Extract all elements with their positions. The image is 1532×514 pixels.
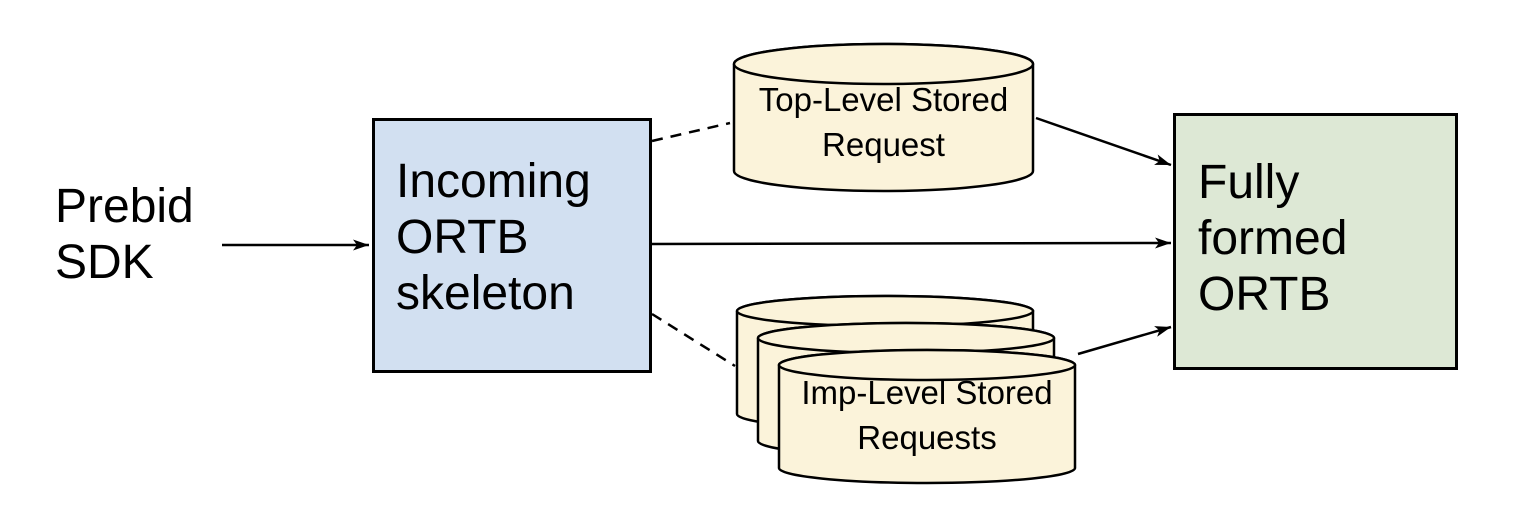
incoming-ortb-label-line2: ORTB: [396, 211, 529, 264]
top-stored-label-line1: Top-Level Stored: [758, 81, 1009, 118]
connector-imp-stored-to-fully: [1077, 325, 1172, 356]
incoming-ortb-label-line1: Incoming: [396, 155, 591, 208]
node-prebid-sdk: Prebid SDK: [55, 179, 194, 291]
imp-stored-label-line2: Requests: [857, 419, 997, 456]
imp-stored-label-line1: Imp-Level Stored: [801, 374, 1053, 411]
connector-top-stored-to-fully: [1035, 116, 1172, 167]
fully-formed-label-line1: Fully: [1198, 156, 1300, 209]
prebid-sdk-label-line2: SDK: [55, 236, 154, 289]
cylinder-front: [777, 348, 1077, 485]
connector-incoming-to-top-stored-dashed: [651, 121, 731, 143]
imp-level-stored-requests-label: Imp-Level Stored Requests: [777, 370, 1077, 460]
node-top-level-stored-request-cylinder: [732, 42, 1035, 193]
top-level-stored-request-label: Top-Level Stored Request: [732, 77, 1035, 167]
top-stored-label-line2: Request: [822, 126, 945, 163]
fully-formed-label-line3: ORTB: [1198, 268, 1331, 321]
connector-incoming-to-fully: [649, 237, 1172, 249]
node-imp-level-stored-requests-cylinders: [735, 294, 1077, 485]
incoming-ortb-label-line3: skeleton: [396, 267, 575, 320]
connector-incoming-to-imp-stored-dashed: [651, 312, 736, 368]
node-fully-formed-ortb: Fully formed ORTB: [1173, 113, 1458, 370]
fully-formed-label-line2: formed: [1198, 212, 1348, 265]
node-incoming-ortb-skeleton: Incoming ORTB skeleton: [372, 118, 652, 373]
prebid-sdk-label-line1: Prebid: [55, 180, 194, 233]
cylinder-top-rim: [732, 42, 1035, 86]
